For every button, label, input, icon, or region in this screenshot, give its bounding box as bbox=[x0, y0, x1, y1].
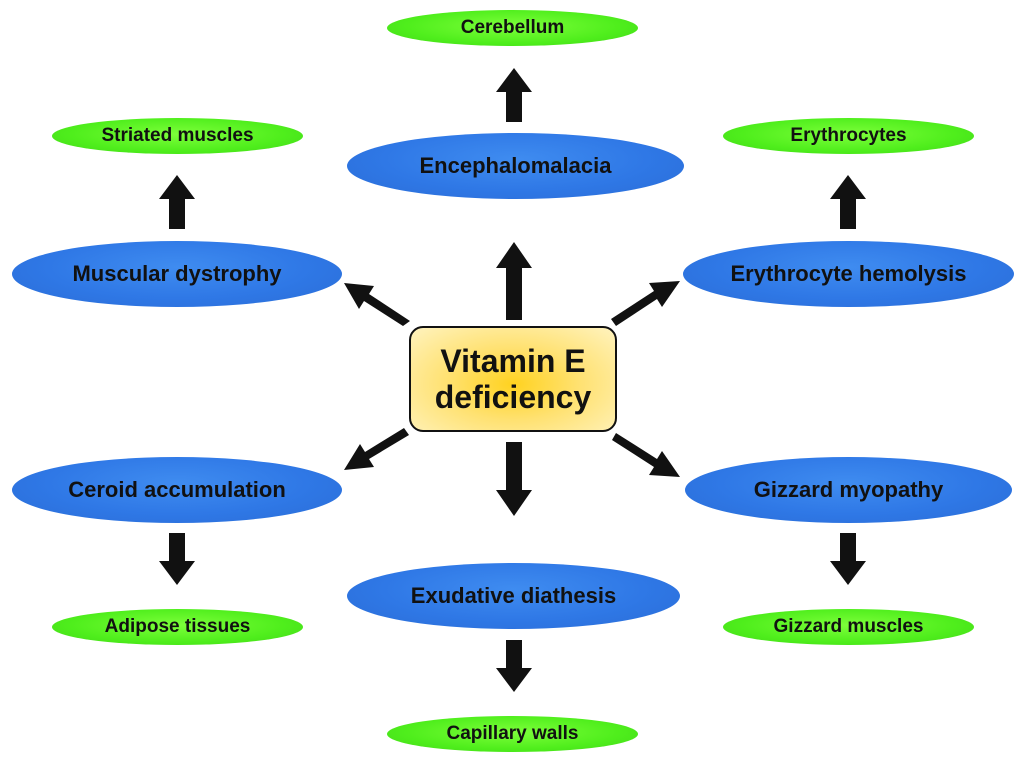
node-gizzard-myopathy: Gizzard myopathy bbox=[685, 457, 1012, 523]
node-label: Capillary walls bbox=[446, 723, 579, 744]
arrow-to-gizzard-muscles bbox=[830, 533, 866, 585]
arrow-to-muscular-dystrophy bbox=[344, 283, 410, 326]
node-encephalomalacia: Encephalomalacia bbox=[347, 133, 684, 199]
arrow-to-erythrocytes bbox=[830, 175, 866, 229]
node-label: Cerebellum bbox=[460, 17, 565, 38]
node-label: Exudative diathesis bbox=[410, 583, 617, 608]
node-erythrocytes: Erythrocytes bbox=[723, 118, 974, 154]
node-muscular-dystrophy: Muscular dystrophy bbox=[12, 241, 342, 307]
arrow-to-gizzard-myopathy bbox=[612, 433, 680, 477]
node-cerebellum: Cerebellum bbox=[387, 10, 638, 46]
arrow-to-capillary-walls bbox=[496, 640, 532, 692]
node-label: Muscular dystrophy bbox=[72, 261, 282, 286]
node-label: Gizzard muscles bbox=[773, 616, 924, 637]
arrow-to-adipose-tissues bbox=[159, 533, 195, 585]
arrow-to-exudative-diathesis bbox=[496, 442, 532, 516]
node-ceroid-accumulation: Ceroid accumulation bbox=[12, 457, 342, 523]
node-label: Ceroid accumulation bbox=[68, 477, 286, 502]
arrow-to-striated-muscles bbox=[159, 175, 195, 229]
node-gizzard-muscles: Gizzard muscles bbox=[723, 609, 974, 645]
node-label: Erythrocytes bbox=[790, 125, 907, 146]
node-striated-muscles: Striated muscles bbox=[52, 118, 303, 154]
arrow-to-cerebellum bbox=[496, 68, 532, 122]
arrow-to-ceroid-accumulation bbox=[344, 428, 409, 470]
node-label: Erythrocyte hemolysis bbox=[730, 261, 967, 286]
node-label: Gizzard myopathy bbox=[753, 477, 944, 502]
node-capillary-walls: Capillary walls bbox=[387, 716, 638, 752]
arrow-to-encephalomalacia bbox=[496, 242, 532, 320]
center-title-line1: Vitamin E bbox=[440, 343, 586, 379]
node-label: Adipose tissues bbox=[104, 616, 251, 637]
node-exudative-diathesis: Exudative diathesis bbox=[347, 563, 680, 629]
node-erythrocyte-hemolysis: Erythrocyte hemolysis bbox=[683, 241, 1014, 307]
arrow-to-erythrocyte-hemolysis bbox=[611, 281, 680, 326]
vitamin-e-deficiency-box: Vitamin E deficiency bbox=[409, 326, 617, 432]
node-label: Striated muscles bbox=[101, 125, 254, 146]
center-title-line2: deficiency bbox=[434, 379, 592, 415]
node-label: Encephalomalacia bbox=[419, 153, 612, 178]
node-adipose-tissues: Adipose tissues bbox=[52, 609, 303, 645]
